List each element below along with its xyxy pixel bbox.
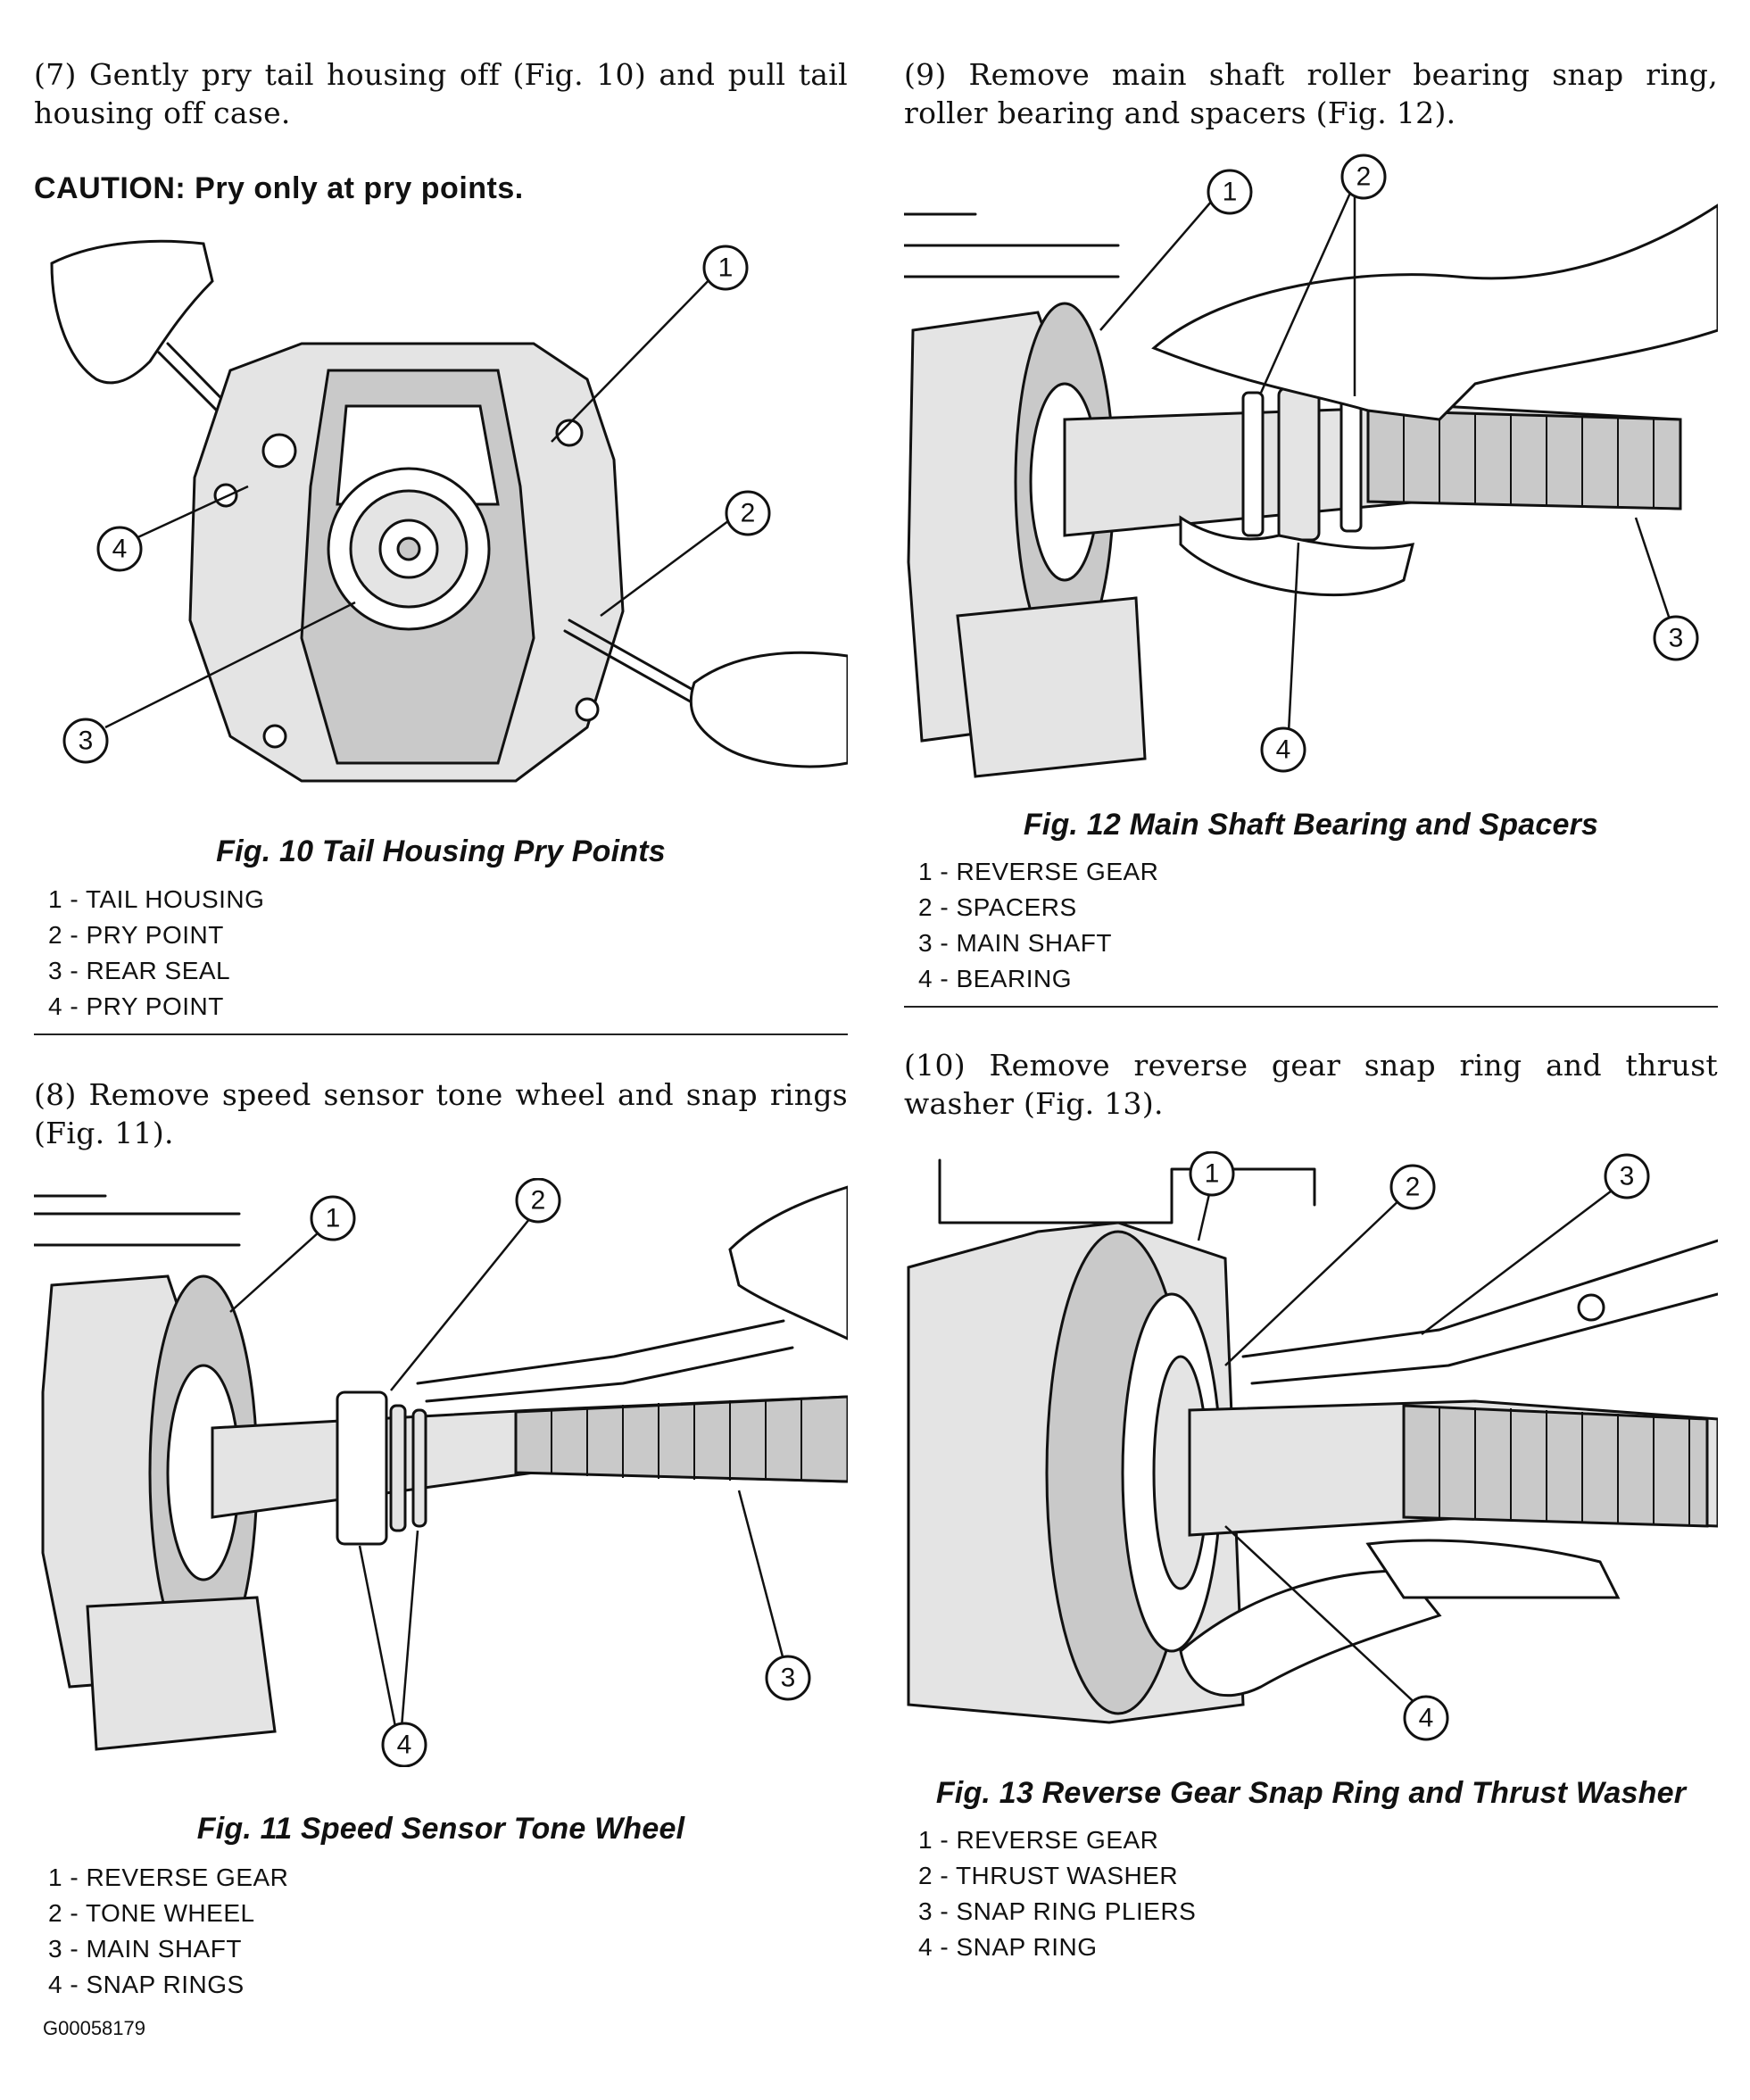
callout-3: 3: [1653, 615, 1699, 661]
svg-text:2: 2: [1406, 1173, 1421, 1202]
legend-item: 2 - THRUST WASHER: [918, 1862, 1179, 1889]
legend-item: 3 - MAIN SHAFT: [918, 929, 1113, 957]
step-8-text: (8) Remove speed sensor tone wheel and s…: [34, 1077, 848, 1150]
left-column: (7) Gently pry tail housing off (Fig. 10…: [34, 0, 848, 2100]
svg-text:4: 4: [1419, 1704, 1434, 1733]
callout-2: 2: [515, 1178, 561, 1224]
legend-item: 2 - TONE WHEEL: [48, 1899, 255, 1927]
svg-text:2: 2: [1356, 162, 1372, 192]
callout-2: 2: [1340, 154, 1387, 200]
fig-12-legend: 1 - REVERSE GEAR 2 - SPACERS 3 - MAIN SH…: [918, 854, 1158, 997]
svg-text:4: 4: [1276, 735, 1291, 765]
legend-item: 1 - REVERSE GEAR: [918, 858, 1159, 885]
callout-3: 3: [765, 1655, 811, 1701]
fig-11-title: Fig. 11 Speed Sensor Tone Wheel: [196, 1812, 685, 1846]
divider: [904, 1006, 1718, 1008]
fig-10-illustration: 1 2 3 4: [34, 228, 848, 790]
callout-1: 1: [1189, 1151, 1235, 1197]
document-id: G00058179: [43, 2017, 145, 2039]
callout-1: 1: [702, 245, 749, 291]
svg-text:1: 1: [1205, 1159, 1220, 1189]
fig-10-title: Fig. 10 Tail Housing Pry Points: [216, 834, 666, 868]
svg-text:4: 4: [112, 535, 128, 564]
legend-item: 2 - PRY POINT: [48, 921, 224, 949]
fig-12-title: Fig. 12 Main Shaft Bearing and Spacers: [1023, 808, 1599, 842]
svg-text:4: 4: [397, 1731, 412, 1760]
fig-11-legend: 1 - REVERSE GEAR 2 - TONE WHEEL 3 - MAIN…: [48, 1860, 288, 2003]
fig-13-illustration: 1 2 3 4: [904, 1151, 1718, 1749]
right-column: (9) Remove main shaft roller bearing sna…: [904, 0, 1718, 2100]
svg-text:2: 2: [741, 499, 756, 528]
legend-item: 4 - SNAP RINGS: [48, 1971, 245, 1998]
callout-1: 1: [310, 1195, 356, 1241]
svg-text:3: 3: [1669, 624, 1684, 653]
step-9-text: (9) Remove main shaft roller bearing sna…: [904, 57, 1718, 130]
fig-11-illustration: 1 2 3 4: [34, 1178, 848, 1767]
fig-12-illustration: 1 2 3 4: [904, 152, 1718, 794]
svg-text:3: 3: [781, 1664, 796, 1693]
callout-1: 1: [1207, 169, 1253, 215]
callout-3: 3: [62, 718, 109, 764]
svg-text:3: 3: [1620, 1162, 1635, 1191]
legend-item: 3 - MAIN SHAFT: [48, 1935, 243, 1963]
callout-4: 4: [1260, 726, 1306, 773]
fig-10-legend: 1 - TAIL HOUSING 2 - PRY POINT 3 - REAR …: [48, 882, 264, 1025]
svg-text:1: 1: [326, 1204, 341, 1233]
callout-2: 2: [1389, 1164, 1436, 1210]
legend-item: 1 - REVERSE GEAR: [48, 1863, 289, 1891]
legend-item: 2 - SPACERS: [918, 893, 1077, 921]
callout-2: 2: [725, 490, 771, 536]
svg-text:1: 1: [1223, 178, 1238, 207]
legend-item: 3 - SNAP RING PLIERS: [918, 1897, 1197, 1925]
step-7-text: (7) Gently pry tail housing off (Fig. 10…: [34, 57, 848, 130]
fig-13-title: Fig. 13 Reverse Gear Snap Ring and Thrus…: [935, 1776, 1687, 1810]
svg-text:2: 2: [531, 1186, 546, 1216]
callout-4: 4: [381, 1722, 427, 1767]
legend-item: 4 - SNAP RING: [918, 1933, 1098, 1961]
legend-item: 1 - TAIL HOUSING: [48, 885, 265, 913]
caution-text: CAUTION: Pry only at pry points.: [34, 171, 524, 205]
step-10-text: (10) Remove reverse gear snap ring and t…: [904, 1048, 1718, 1121]
legend-item: 3 - REAR SEAL: [48, 957, 231, 984]
fig-13-legend: 1 - REVERSE GEAR 2 - THRUST WASHER 3 - S…: [918, 1822, 1196, 1965]
legend-item: 4 - BEARING: [918, 965, 1072, 992]
callout-4: 4: [96, 526, 143, 572]
svg-text:1: 1: [718, 253, 734, 283]
svg-text:3: 3: [79, 726, 94, 756]
divider: [34, 1033, 848, 1035]
callout-3: 3: [1604, 1153, 1650, 1199]
callout-4: 4: [1403, 1695, 1449, 1741]
legend-item: 1 - REVERSE GEAR: [918, 1826, 1159, 1854]
legend-item: 4 - PRY POINT: [48, 992, 224, 1020]
